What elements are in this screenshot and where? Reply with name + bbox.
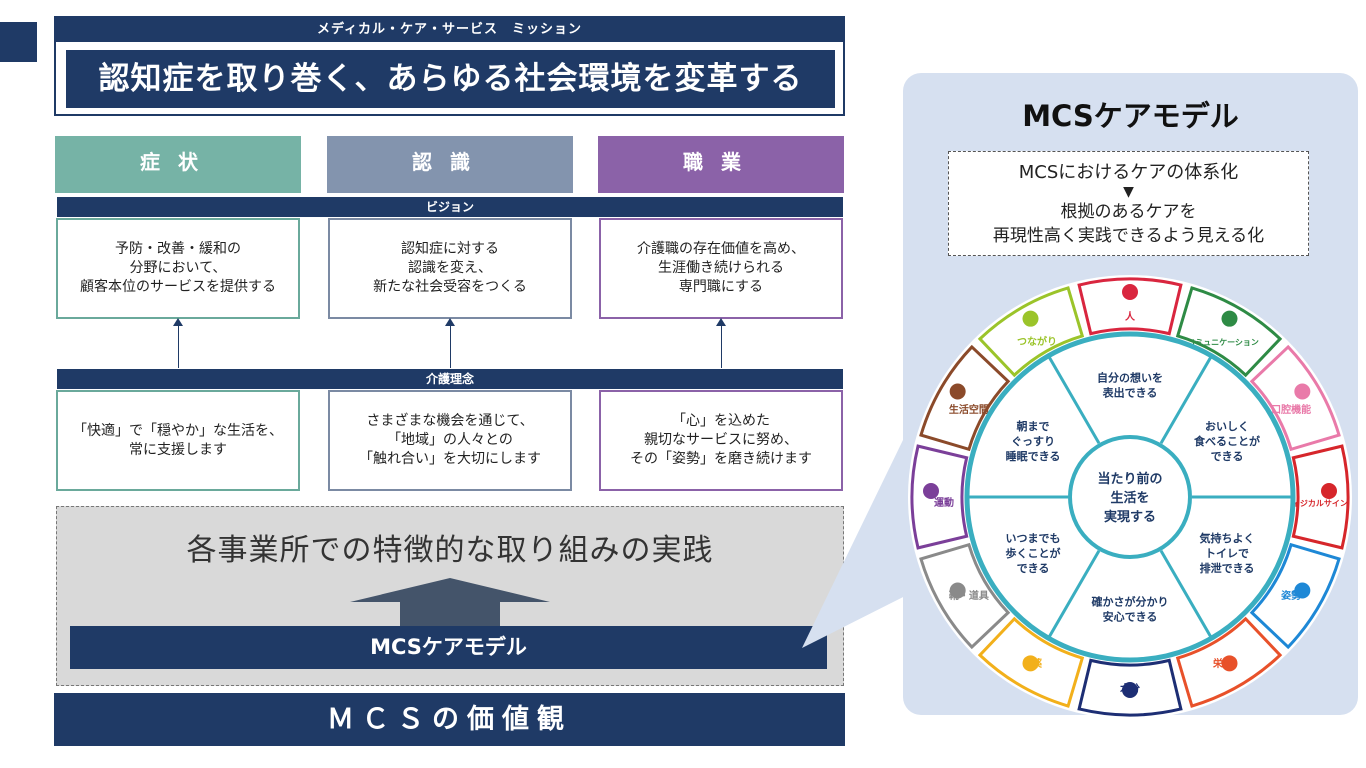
corner-marker bbox=[0, 22, 37, 62]
vision-item-recognition: 認知症に対する 認識を変え、 新たな社会受容をつくる bbox=[328, 218, 572, 319]
arrow-up-icon bbox=[173, 318, 183, 326]
outer-segment bbox=[977, 286, 1085, 378]
connector-line bbox=[450, 326, 451, 368]
outer-label: 靴・道具 bbox=[949, 589, 989, 602]
outer-label: 口腔機能 bbox=[1271, 403, 1311, 416]
vision-item-symptom: 予防・改善・緩和の 分野において、 顧客本位のサービスを提供する bbox=[56, 218, 300, 319]
big-arrow-up-icon bbox=[350, 578, 550, 628]
outer-segment bbox=[919, 542, 1011, 650]
outer-segment bbox=[919, 344, 1011, 452]
mouth-icon bbox=[1294, 383, 1311, 400]
drink-icon bbox=[1122, 682, 1138, 698]
inner-label: 自分の想いを表出できる bbox=[1097, 371, 1163, 400]
inner-divider bbox=[1159, 549, 1212, 638]
care-model-title: MCSケアモデル bbox=[1022, 99, 1239, 133]
care-model-description: MCSにおけるケアの体系化 ▼ 根拠のあるケアを 再現性高く実践できるよう見える… bbox=[948, 151, 1309, 256]
walker-icon bbox=[949, 582, 966, 599]
practice-title: 各事業所での特徴的な取り組みの実践 bbox=[186, 533, 714, 568]
outer-segment bbox=[1291, 444, 1350, 550]
pill-icon bbox=[1022, 655, 1039, 672]
outer-label: つながり bbox=[1017, 335, 1057, 348]
outer-label: フィジカルサイン bbox=[1284, 499, 1348, 508]
mission-subtitle: メディカル・ケア・サービス ミッション bbox=[56, 18, 843, 42]
outer-label: 薬 bbox=[1031, 657, 1043, 670]
center-circle bbox=[1068, 435, 1192, 559]
vision-band: ビジョン bbox=[57, 197, 843, 217]
outer-segment bbox=[1175, 286, 1283, 378]
fish-icon bbox=[1221, 655, 1238, 672]
chair-icon bbox=[1294, 582, 1311, 599]
outer-label: 人 bbox=[1125, 310, 1136, 323]
outer-label: 運動 bbox=[934, 496, 954, 509]
outer-label: 生活空間 bbox=[949, 403, 989, 416]
pillar-recognition: 認識 bbox=[327, 136, 573, 193]
inner-divider bbox=[1159, 356, 1212, 445]
inner-label: おいしく食べることができる bbox=[1194, 420, 1260, 463]
inner-divider bbox=[1048, 549, 1101, 638]
desc-line-1: 根拠のあるケアを bbox=[1060, 202, 1197, 222]
arrow-up-icon bbox=[716, 318, 726, 326]
values-bar: ＭＣＳの価値観 bbox=[54, 693, 845, 746]
mcs-care-model-bar: MCSケアモデル bbox=[70, 626, 827, 669]
philosophy-band: 介護理念 bbox=[57, 369, 843, 389]
philosophy-item-symptom: 「快適」で「穏やか」な生活を、 常に支援します bbox=[56, 390, 300, 491]
desc-top: MCSにおけるケアの体系化 bbox=[1018, 162, 1239, 183]
inner-label: いつまでも歩くことができる bbox=[1006, 532, 1061, 575]
outer-label: 水分 bbox=[1119, 682, 1140, 695]
inner-label: 朝までぐっすり睡眠できる bbox=[1006, 419, 1061, 463]
heart-hand-icon bbox=[1321, 483, 1337, 499]
connector-line bbox=[178, 326, 179, 368]
philosophy-item-profession: 「心」を込めた 親切なサービスに努め、 その「姿勢」を磨き続けます bbox=[599, 390, 843, 491]
outer-segment bbox=[910, 444, 969, 550]
network-icon bbox=[1022, 310, 1039, 327]
outer-segment bbox=[1077, 277, 1183, 336]
inner-label: 確かさが分かり安心できる bbox=[1092, 595, 1169, 624]
connector-line bbox=[721, 326, 722, 368]
house-icon bbox=[949, 383, 966, 400]
outer-label: コミュニケーション bbox=[1187, 338, 1259, 347]
inner-divider bbox=[1048, 356, 1101, 445]
inner-label: 気持ちよくトイレで排泄できる bbox=[1199, 531, 1254, 575]
down-arrow-icon: ▼ bbox=[1123, 184, 1134, 200]
pillar-symptom: 症状 bbox=[55, 136, 301, 193]
mission-title: 認知症を取り巻く、あらゆる社会環境を変革する bbox=[66, 50, 835, 108]
vision-item-profession: 介護職の存在価値を高め、 生涯働き続けられる 専門職にする bbox=[599, 218, 843, 319]
pillar-profession: 職業 bbox=[598, 136, 844, 193]
chat-icon bbox=[1221, 310, 1238, 327]
outer-label: 姿勢 bbox=[1281, 589, 1301, 602]
walking-icon bbox=[923, 483, 939, 499]
center-label: 当たり前の生活を実現する bbox=[1097, 471, 1162, 525]
desc-line-2: 再現性高く実践できるよう見える化 bbox=[992, 226, 1265, 246]
outer-label: 栄養 bbox=[1212, 657, 1233, 670]
philosophy-item-recognition: さまざまな機会を通じて、 「地域」の人々との 「触れ合い」を大切にします bbox=[328, 390, 572, 491]
arrow-up-icon bbox=[445, 318, 455, 326]
person-icon bbox=[1122, 284, 1138, 300]
outer-segment bbox=[1249, 542, 1341, 650]
outer-segment bbox=[1249, 344, 1341, 452]
